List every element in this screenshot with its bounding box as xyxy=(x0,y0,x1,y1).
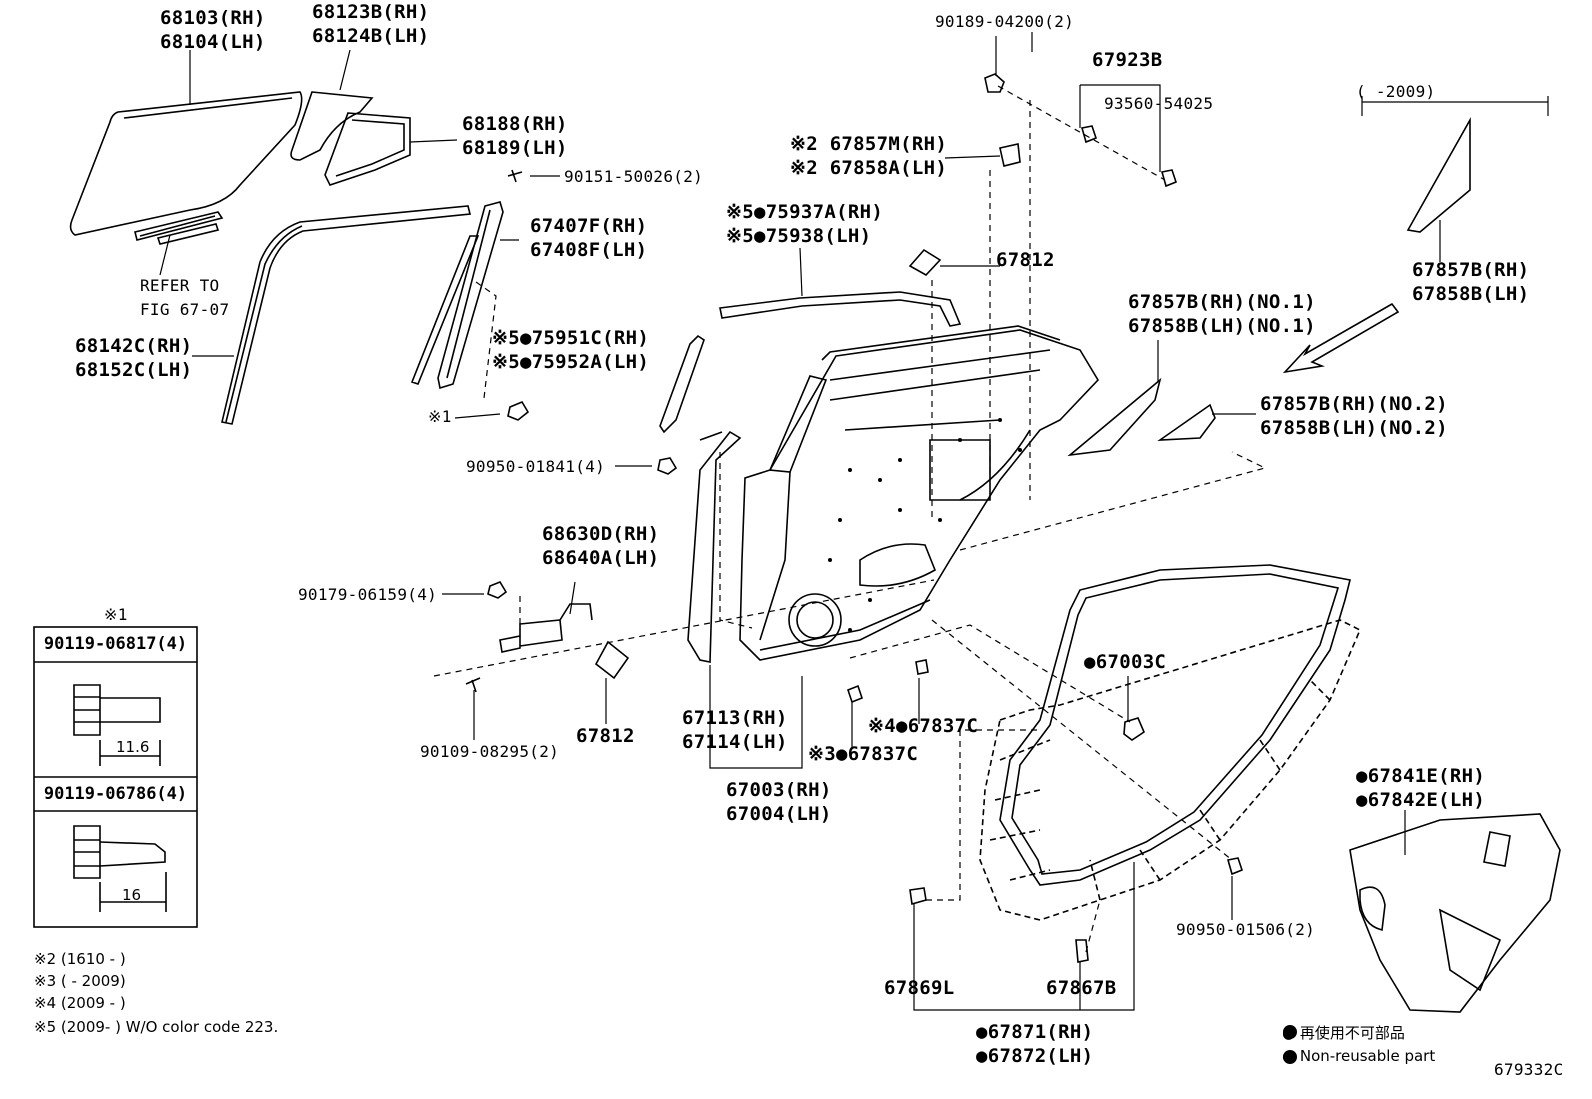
bolt-2-part[interactable]: 90119-06786(4) xyxy=(43,784,188,804)
service-hole-cover-shape xyxy=(979,619,1362,921)
insulator-pads-shape xyxy=(594,116,1471,680)
callout-weatherstrip[interactable]: ●67871(RH)●67872(LH) xyxy=(976,1021,1094,1067)
callout-clip-90950-01506[interactable]: 90950-01506(2) xyxy=(1176,920,1316,939)
callout-pad-67812-upper[interactable]: 67812 xyxy=(996,249,1055,271)
callout-outer-panel[interactable]: 67113(RH)67114(LH) xyxy=(682,707,788,753)
panel-holes xyxy=(828,418,1022,632)
sash-cover-shape xyxy=(659,334,705,434)
callout-bolt-90109[interactable]: 90109-08295(2) xyxy=(420,742,560,761)
footnote-3: ※3 ( - 2009) xyxy=(34,972,126,990)
callout-pad-no1[interactable]: 67857B(RH)(NO.1)67858B(LH)(NO.1) xyxy=(1128,291,1316,337)
callout-67923b[interactable]: 67923B xyxy=(1092,49,1163,71)
footnote-2: ※2 (1610 - ) xyxy=(34,950,126,968)
door-weatherstrip-shape xyxy=(999,564,1351,886)
bolt-box-marker: ※1 xyxy=(104,605,128,624)
callout-date-range: ( -2009) xyxy=(1356,82,1436,101)
callout-quarter-weatherstrip[interactable]: 68188(RH)68189(LH) xyxy=(462,113,568,159)
callout-glass-run[interactable]: 68142C(RH)68152C(LH) xyxy=(75,335,193,381)
glass-run-shape xyxy=(221,205,472,425)
bolt-1-part[interactable]: 90119-06817(4) xyxy=(43,634,188,654)
callout-door-panel-assy[interactable]: 67003(RH)67004(LH) xyxy=(726,779,832,825)
callout-67857m[interactable]: ※2 67857M(RH)※2 67858A(LH) xyxy=(790,133,948,179)
door-inner-panel-shape xyxy=(739,325,1099,661)
callout-clip-67837c-note3[interactable]: ※3●67837C xyxy=(808,743,919,765)
leader-lines xyxy=(159,32,1549,1011)
belt-moulding-shape xyxy=(134,211,224,245)
callout-clip-67837c-note4[interactable]: ※4●67837C xyxy=(868,715,979,737)
callout-pad-67812-lower[interactable]: 67812 xyxy=(576,725,635,747)
dashed-leaders xyxy=(433,85,1267,953)
callout-clip-90950-01841[interactable]: 90950-01841(4) xyxy=(466,457,606,476)
legend-jp: ● 再使用不可部品 xyxy=(1282,1024,1405,1042)
callout-67867b[interactable]: 67867B xyxy=(1046,977,1117,999)
callout-67003c[interactable]: ●67003C xyxy=(1084,651,1167,673)
fasteners xyxy=(465,73,1243,963)
upper-moulding-shape xyxy=(719,291,962,327)
callout-clip-90189[interactable]: 90189-04200(2) xyxy=(935,12,1075,31)
callout-pad-right[interactable]: 67857B(RH)67858B(LH) xyxy=(1412,259,1530,305)
callout-screw-90151[interactable]: 90151-50026(2) xyxy=(564,167,704,186)
figure-number: 679332C xyxy=(1494,1060,1564,1079)
callout-division-bar[interactable]: 67407F(RH)67408F(LH) xyxy=(530,215,648,261)
callout-upper-moulding[interactable]: ※5●75937A(RH)※5●75938(LH) xyxy=(726,201,884,247)
footnote-5: ※5 (2009- ) W/O color code 223. xyxy=(34,1018,279,1036)
legend-en: ● Non-reusable part xyxy=(1282,1047,1436,1065)
bolt-1-dim: 11.6 xyxy=(116,738,150,756)
callout-service-cover[interactable]: ●67841E(RH)●67842E(LH) xyxy=(1356,765,1486,811)
callout-door-check[interactable]: 68630D(RH)68640A(LH) xyxy=(542,523,660,569)
callout-pad-no2[interactable]: 67857B(RH)(NO.2)67858B(LH)(NO.2) xyxy=(1260,393,1448,439)
division-bar-shape xyxy=(410,201,504,390)
quarter-glass-shape xyxy=(290,91,411,186)
bolt-box xyxy=(33,626,198,928)
callout-note1-marker[interactable]: ※1 xyxy=(428,407,452,426)
callout-quarter-glass[interactable]: 68123B(RH)68124B(LH) xyxy=(312,1,430,47)
legend-dots xyxy=(1283,1025,1297,1064)
callout-sash-moulding[interactable]: ※5●75951C(RH)※5●75952A(LH) xyxy=(492,327,650,373)
direction-arrow xyxy=(1282,302,1400,374)
service-cover-sheet-shape xyxy=(1349,813,1561,1013)
bolt-2-dim: 16 xyxy=(122,886,142,904)
callout-grommet-93560[interactable]: 93560-54025 xyxy=(1104,94,1214,113)
door-outer-panel-shape xyxy=(687,430,742,663)
callout-67869l[interactable]: 67869L xyxy=(884,977,955,999)
footnote-4: ※4 (2009 - ) xyxy=(34,994,126,1012)
door-glass-shape xyxy=(69,91,303,236)
callout-window-glass[interactable]: 68103(RH)68104(LH) xyxy=(160,7,266,53)
callout-bolt-90179[interactable]: 90179-06159(4) xyxy=(298,585,438,604)
